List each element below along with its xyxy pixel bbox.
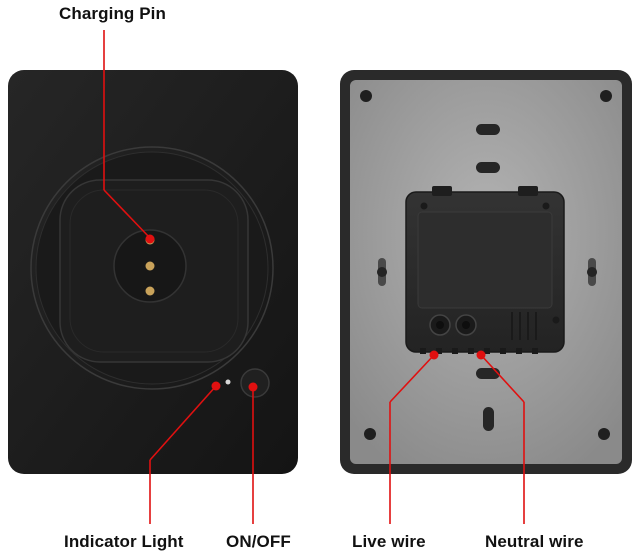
live-wire-label: Live wire xyxy=(352,532,426,551)
front-panel xyxy=(8,70,298,474)
wiring-module xyxy=(405,186,565,354)
wire-terminals xyxy=(429,314,477,336)
on-off-label: ON/OFF xyxy=(226,532,291,551)
neutral-wire-label: Neutral wire xyxy=(485,532,584,551)
indicator-light xyxy=(225,379,231,385)
back-panel xyxy=(340,70,632,474)
outer-ring xyxy=(30,146,274,390)
indicator-light-label: Indicator Light xyxy=(64,532,184,551)
callout-lines xyxy=(103,30,525,524)
charging-pin-label: Charging Pin xyxy=(59,4,166,23)
callout-dots xyxy=(145,234,486,392)
